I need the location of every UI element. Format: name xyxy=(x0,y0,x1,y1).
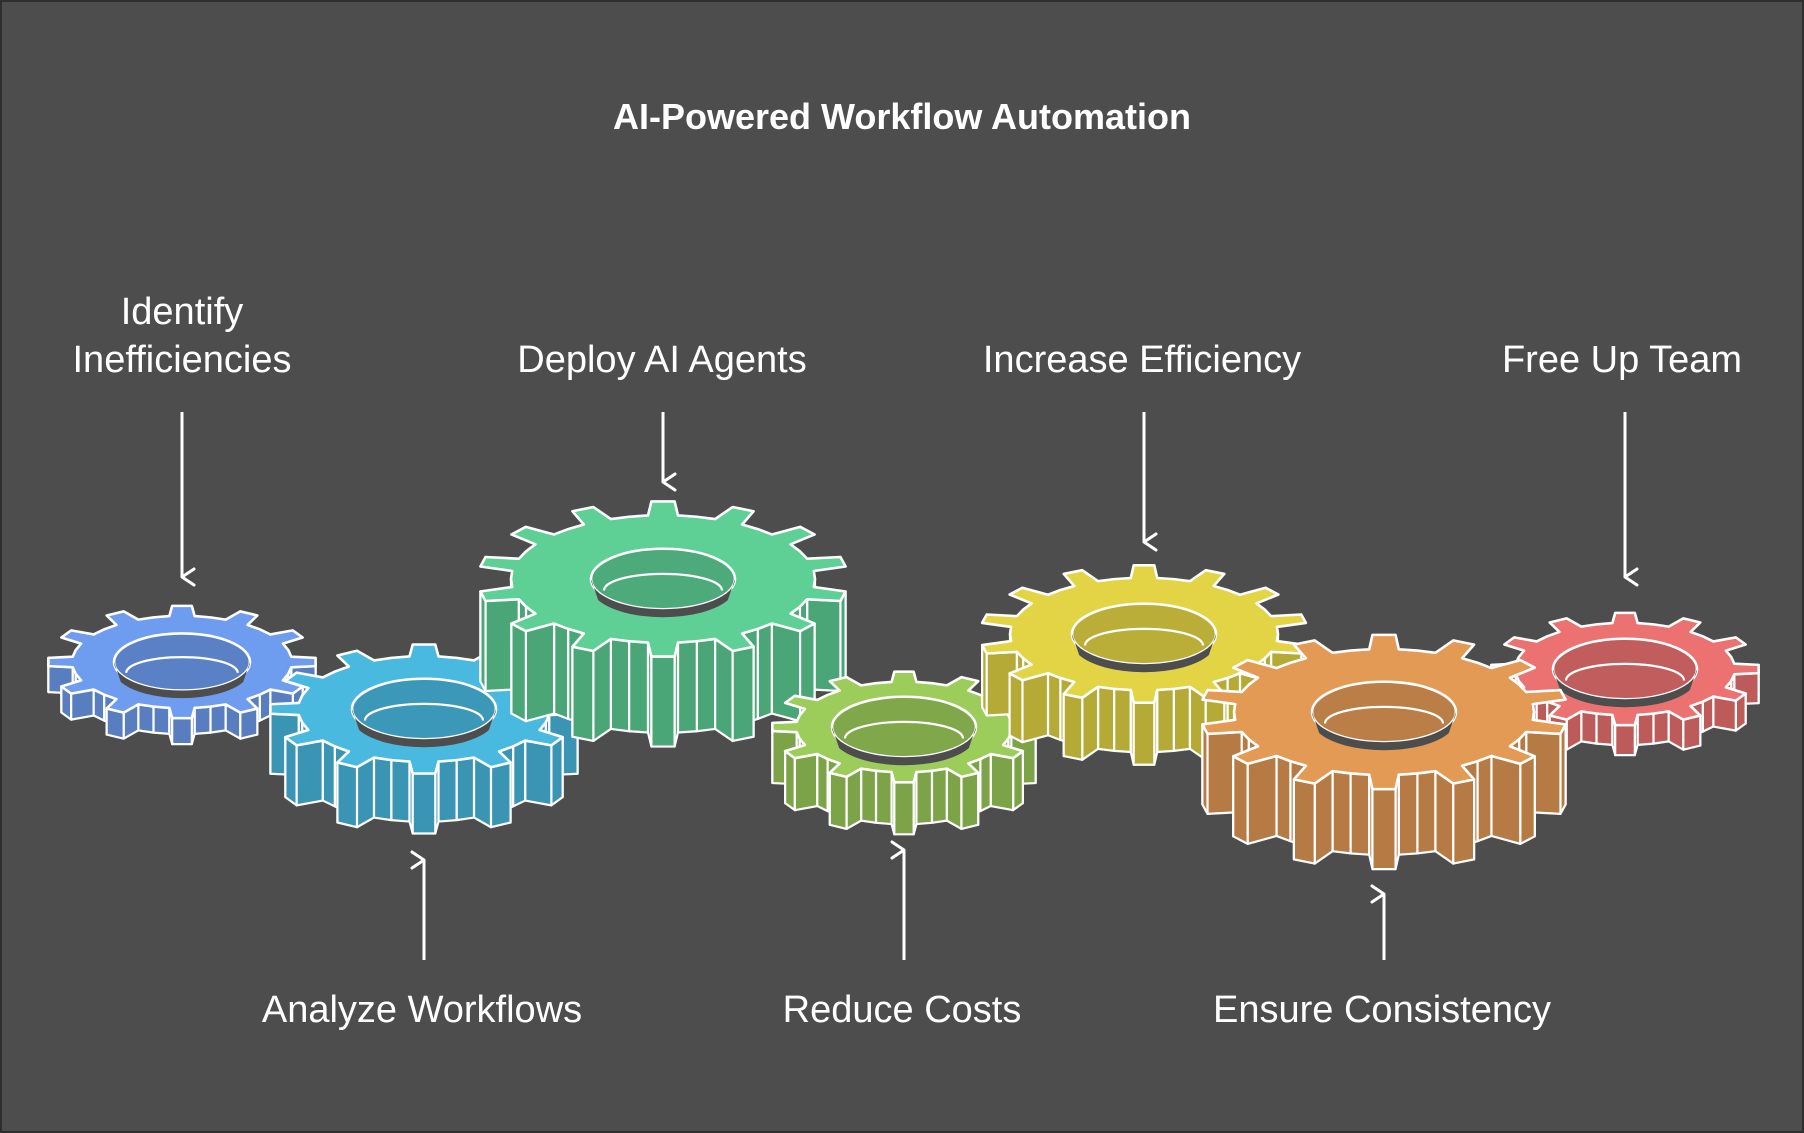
diagram-title: AI-Powered Workflow Automation xyxy=(612,96,1191,137)
step-label-increase-efficiency: Increase Efficiency xyxy=(982,339,1302,381)
gear-5 xyxy=(1201,633,1567,871)
step-label-line: Inefficiencies xyxy=(72,339,292,381)
step-label-analyze-workflows: Analyze Workflows xyxy=(261,989,583,1031)
step-label-identify-inefficiencies: Identify Inefficiencies xyxy=(32,288,332,384)
step-label-free-up-team: Free Up Team xyxy=(1501,339,1743,381)
step-label-line: Identify xyxy=(120,291,244,333)
step-label-deploy-ai-agents: Deploy AI Agents xyxy=(517,339,807,381)
gear-0 xyxy=(47,604,317,746)
step-label-reduce-costs: Reduce Costs xyxy=(782,989,1022,1031)
gear-3 xyxy=(771,670,1037,836)
gear-2 xyxy=(479,500,847,748)
step-label-ensure-consistency: Ensure Consistency xyxy=(1213,989,1551,1031)
